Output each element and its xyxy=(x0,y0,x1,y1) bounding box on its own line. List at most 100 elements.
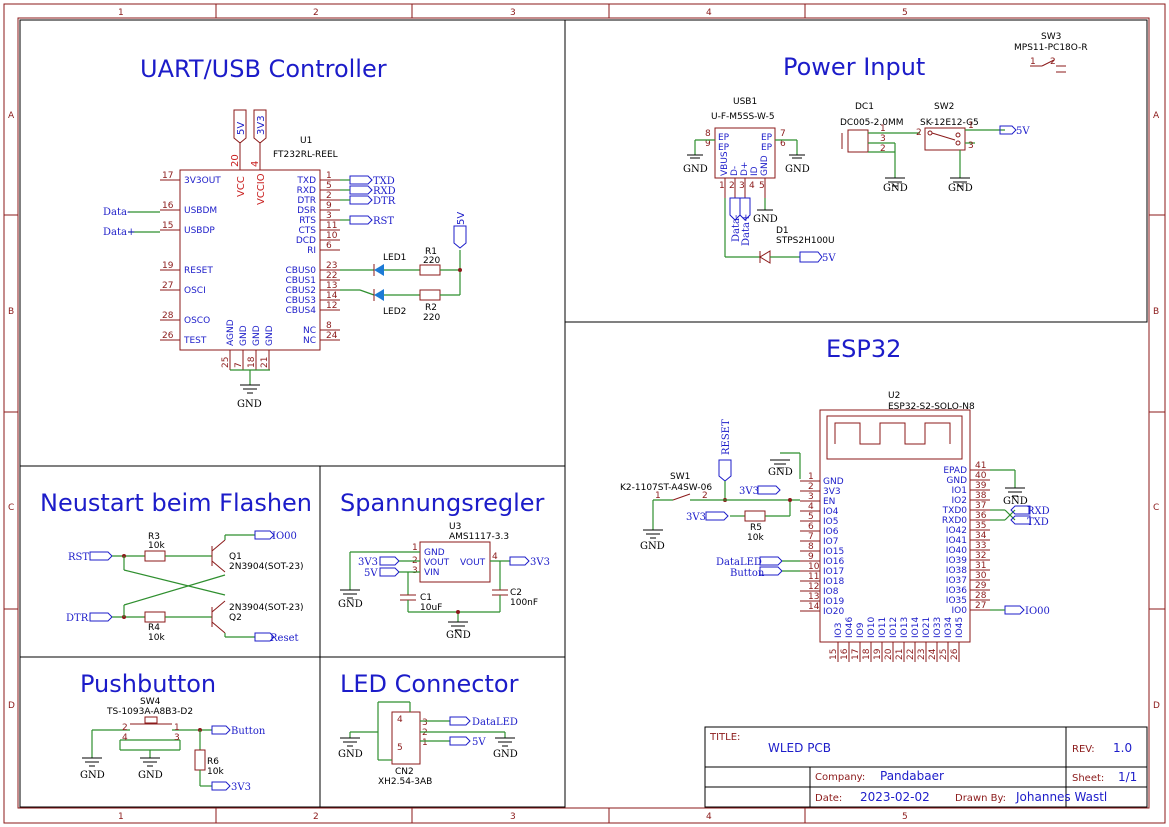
grid-col-4: 4 xyxy=(706,8,712,18)
usb1-pin-ep-7: EP xyxy=(761,133,773,143)
sw1-ref: SW1 xyxy=(670,472,690,482)
u2-pin-33-label: IO40 xyxy=(946,546,967,556)
sw4-pushbutton[interactable]: SW4 TS-1093A-A8B3-D2 GND GND 2 1 4 3 But… xyxy=(80,697,266,793)
sw1-num-2: 2 xyxy=(702,491,708,501)
usb1-gnd-bottom: GND xyxy=(753,214,778,225)
d1-ref: D1 xyxy=(776,226,789,236)
grid-col-2-bottom: 2 xyxy=(313,812,319,822)
sw2[interactable]: SW2 SK-12E12-G5 GND 5V 2 1 3 xyxy=(916,102,1030,194)
u2-pin-31-label: IO38 xyxy=(946,566,967,576)
sheet-frame xyxy=(3,3,1166,824)
u1-pin-7-num: 7 xyxy=(234,362,244,368)
usb1-num-4: 4 xyxy=(749,181,755,191)
usb1-pin-gnd: GND xyxy=(760,155,770,176)
neustart-circuit[interactable]: RST DTR IO00 Reset R3 10k R4 10k Q1 2N3 xyxy=(66,530,304,644)
cn2-net-dataled: DataLED xyxy=(472,717,518,728)
u1-pin-12-label: CBUS4 xyxy=(286,306,317,316)
u1-ft232rl[interactable]: U1 FT232RL-REEL VCC VCCIO 20 4 5V 3V3 17… xyxy=(103,109,396,410)
grid-row-c: C xyxy=(8,503,14,513)
led1-ref: LED1 xyxy=(383,253,406,263)
u2-pin-16-label: IO46 xyxy=(845,617,855,638)
u2-pin-19-num: 19 xyxy=(873,648,883,660)
u2-pin-35-num: 35 xyxy=(975,521,986,531)
u1-net-txd: TXD xyxy=(373,176,395,187)
sw4-net-button: Button xyxy=(231,726,266,737)
u2-pin-25-label: IO34 xyxy=(944,617,954,638)
usb1-pin-vbus: VBUS xyxy=(720,151,730,176)
grid-col-4-bottom: 4 xyxy=(706,812,712,822)
u2-pin-15-num: 15 xyxy=(829,649,839,660)
u2-pin-21-label: IO13 xyxy=(900,617,910,638)
u1-pin-5-num: 5 xyxy=(326,181,332,191)
u2-pin-11-num: 11 xyxy=(808,572,819,582)
u1-pin-28-num: 28 xyxy=(162,311,174,321)
usb1-num-3: 3 xyxy=(739,181,745,191)
u2-pin-30-label: IO37 xyxy=(946,576,967,586)
u2-pin-6-num: 6 xyxy=(808,522,814,532)
sw3[interactable]: SW3 MPS11-PC18O-R 1 2 xyxy=(1014,32,1088,73)
neustart-net-dtr: DTR xyxy=(66,613,89,624)
u2-pin-31-num: 31 xyxy=(975,561,986,571)
u1-pin-4: 4 xyxy=(250,161,261,167)
cn2-gnd-left: GND xyxy=(338,749,363,760)
r1-value: 220 xyxy=(423,256,440,266)
grid-row-a-right: A xyxy=(1153,111,1160,121)
usb1-pin-ep-9: EP xyxy=(718,143,730,153)
u2-pin-19-label: IO11 xyxy=(878,617,888,638)
u2-pin-24-label: IO33 xyxy=(933,617,943,638)
u2-pin-38-num: 38 xyxy=(975,491,987,501)
cn2-num-5: 5 xyxy=(397,743,403,753)
u1-pin-20: 20 xyxy=(230,154,241,167)
u1-pin-2-num: 2 xyxy=(326,191,332,201)
u2-pin-4-num: 4 xyxy=(808,502,814,512)
u2-pin-27-num: 27 xyxy=(975,601,986,611)
date-label: Date: xyxy=(815,793,842,804)
u2-pin-37-label: TXD0 xyxy=(942,506,968,516)
u2-pin-39-num: 39 xyxy=(975,481,987,491)
grid-col-1-bottom: 1 xyxy=(118,812,124,822)
dc1[interactable]: DC1 DC005-2.0MM GND 1 3 2 xyxy=(840,102,920,194)
drawn-value: Johannes Wastl xyxy=(1015,790,1107,804)
u3-ref: U3 xyxy=(449,522,461,532)
u1-pin-17-num: 17 xyxy=(162,171,173,181)
usb1-num-8: 8 xyxy=(705,129,711,139)
sw3-num-2: 2 xyxy=(1050,57,1056,67)
led2-r2[interactable]: LED2 R2 220 5V xyxy=(340,212,467,323)
u2-pin-40-label: GND xyxy=(946,476,967,486)
u2-pin-3-label: EN xyxy=(823,497,835,507)
u3-regulator[interactable]: U3 AMS1117-3.3 GND VOUT VIN VOUT 1 2 3 4… xyxy=(338,522,550,641)
cn2-connector[interactable]: 4 3 2 1 5 GND GND DataLED 5V CN2 XH2.54-… xyxy=(338,701,518,787)
u1-net-5v: 5V xyxy=(236,122,247,135)
grid-row-b-right: B xyxy=(1153,307,1159,317)
sw3-value: MPS11-PC18O-R xyxy=(1014,43,1088,53)
u2-pin-20-num: 20 xyxy=(884,648,894,660)
d1[interactable]: 5V D1 STPS2H100U xyxy=(759,226,836,264)
sw2-net-5v: 5V xyxy=(1016,126,1030,137)
u2-pin-18-label: IO10 xyxy=(867,617,877,638)
u1-net-dtr: DTR xyxy=(373,196,396,207)
u1-pin-2-label: DTR xyxy=(297,196,316,206)
usb1[interactable]: USB1 U-F-M5SS-W-5 EP EP EP EP 8 9 7 6 VB… xyxy=(683,97,810,258)
u1-pin-21-label: GND xyxy=(265,325,275,346)
dc1-value: DC005-2.0MM xyxy=(840,118,903,128)
sheet-value: 1/1 xyxy=(1118,770,1137,784)
cn2-value: XH2.54-3AB xyxy=(378,777,432,787)
u2-pin-29-num: 29 xyxy=(975,581,987,591)
led1-r1[interactable]: LED1 R1 220 xyxy=(340,247,460,276)
u2-pin-8-label: IO15 xyxy=(823,547,844,557)
q1-ref: Q1 xyxy=(229,552,242,562)
usb1-net-data-plus: Data+ xyxy=(741,214,752,246)
u2-net-reset: RESET xyxy=(721,419,732,455)
u2-pin-7-label: IO7 xyxy=(823,537,838,547)
usb1-gnd-right: GND xyxy=(785,164,810,175)
sw1[interactable]: SW1 K2-1107ST-A4SW-06 1 2 GND xyxy=(620,472,712,552)
u2-pin-36-num: 36 xyxy=(975,511,987,521)
grid-row-b: B xyxy=(8,307,14,317)
drawn-label: Drawn By: xyxy=(955,793,1006,804)
u2-pin-41-label: EPAD xyxy=(943,466,967,476)
q2-value: 2N3904(SOT-23) xyxy=(229,603,304,613)
u2-pin-21-num: 21 xyxy=(895,649,905,660)
usb1-value: U-F-M5SS-W-5 xyxy=(711,112,775,122)
